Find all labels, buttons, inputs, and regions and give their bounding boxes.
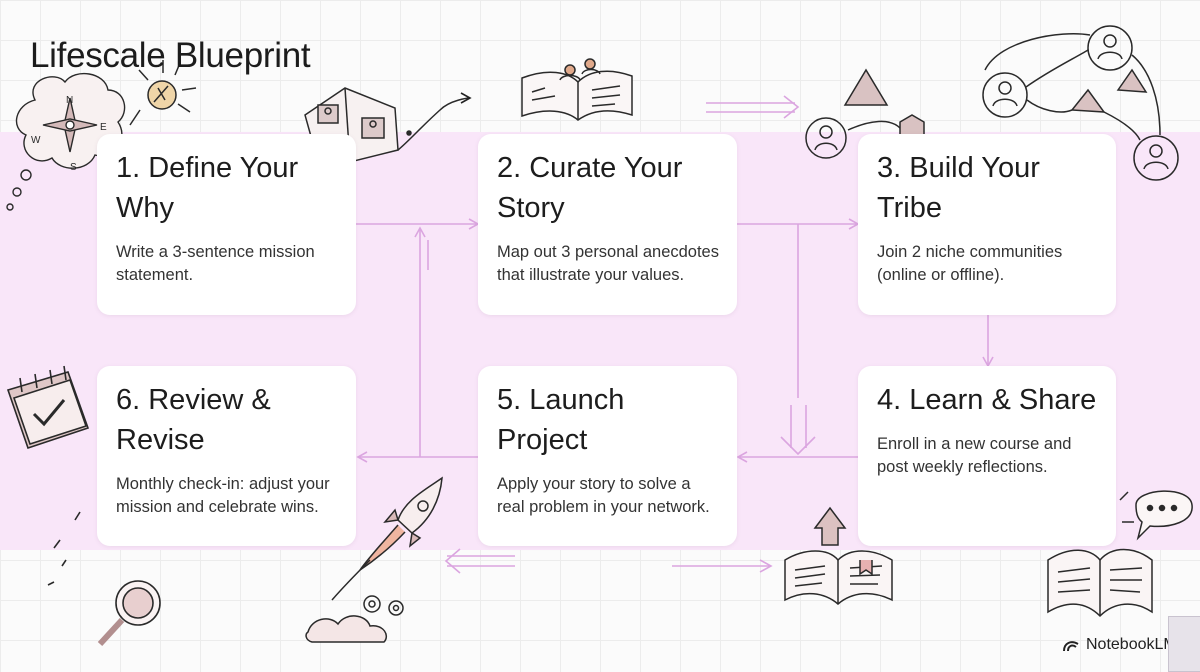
step-title: 2. Curate Your Story [497,152,683,224]
step-card-1: 1. Define Your Why Write a 3-sentence mi… [97,134,356,315]
calendar-check-icon [6,365,90,450]
open-book-icon [784,506,893,605]
page-title: Lifescale Blueprint [30,36,311,75]
step-card-5: 5. Launch Project Apply your story to so… [478,366,737,546]
open-book-top-icon [521,58,633,121]
step-title: 4. Learn & Share [877,384,1097,416]
notebook-logo-icon [1063,641,1079,652]
step-title: 3. Build Your Tribe [877,152,1040,224]
step-description: Write a 3-sentence mission statement. [116,243,315,284]
svg-text:S: S [70,162,77,173]
step-title: 5. Launch Project [497,384,625,456]
svg-text:W: W [31,135,41,146]
flow-connectors [356,95,994,574]
step-description: Map out 3 personal anecdotes that illust… [497,243,719,284]
svg-text:N: N [66,95,73,106]
presenter-thumbnail [1168,616,1200,672]
step-card-3: 3. Build Your Tribe Join 2 niche communi… [858,134,1116,315]
step-description: Monthly check-in: adjust your mission an… [116,475,330,516]
step-description: Apply your story to solve a real problem… [497,475,710,516]
notebooklm-brand: NotebookLM [1062,636,1177,654]
magnifier-icon [47,511,161,647]
step-card-2: 2. Curate Your Story Map out 3 personal … [478,134,737,315]
step-title: 1. Define Your Why [116,152,299,224]
rocket-icon [305,476,443,643]
step-card-6: 6. Review & Revise Monthly check-in: adj… [97,366,356,546]
svg-text:E: E [100,122,107,133]
brand-label: NotebookLM [1086,636,1177,653]
lightbulb-icon [129,60,197,126]
speech-bubble-icon [1135,490,1193,541]
step-card-4: 4. Learn & Share Enroll in a new course … [858,366,1116,546]
step-description: Enroll in a new course and post weekly r… [877,435,1072,476]
step-title: 6. Review & Revise [116,384,271,456]
compass-letters: N E S W [31,95,107,173]
step-description: Join 2 niche communities (online or offl… [877,243,1063,284]
